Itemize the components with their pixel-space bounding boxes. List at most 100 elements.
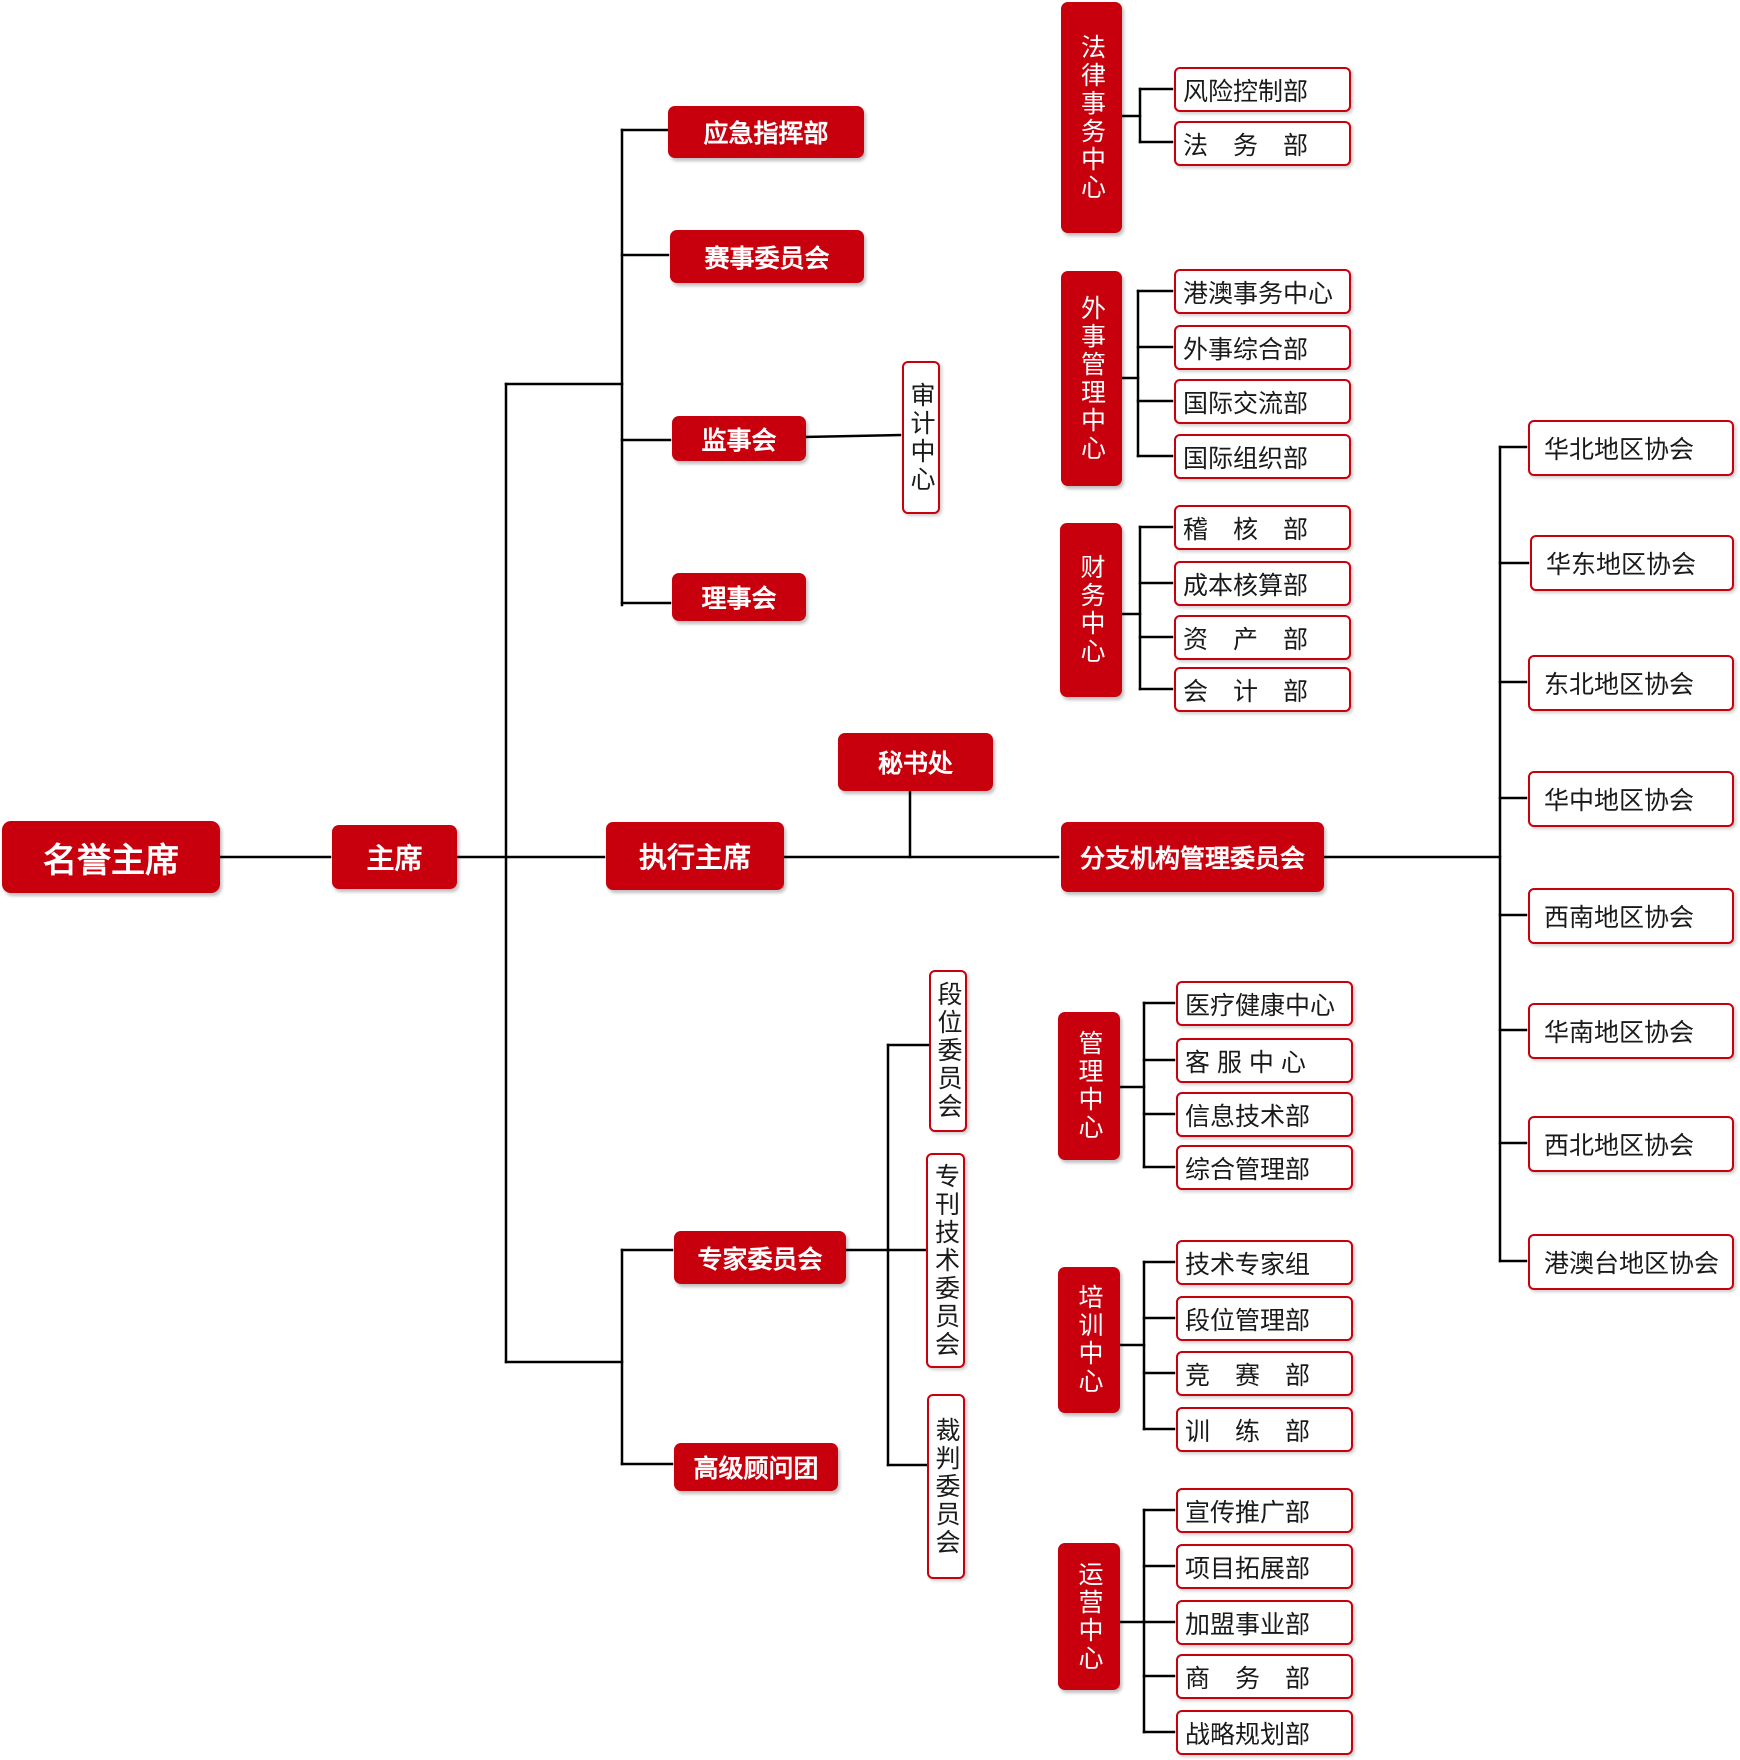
department-box: 国际交流部 — [1174, 379, 1351, 424]
department-box: 法 务 部 — [1174, 121, 1351, 166]
council-label: 理事会 — [701, 585, 777, 613]
legal-center-label: 法律事务中心 — [1077, 33, 1106, 202]
department-box: 加盟事业部 — [1176, 1600, 1353, 1645]
expert-committee-label: 专家委员会 — [697, 1245, 823, 1274]
supervisory-board-label: 监事会 — [701, 426, 777, 455]
department-label: 综合管理部 — [1185, 1155, 1311, 1184]
department-box: 医疗健康中心 — [1176, 981, 1353, 1026]
training-center-label: 培训中心 — [1075, 1284, 1103, 1396]
department-box: 竞 赛 部 — [1176, 1351, 1353, 1396]
branch-committee-label: 分支机构管理委员会 — [1079, 845, 1305, 873]
events-committee-label: 赛事委员会 — [704, 244, 830, 273]
department-box: 段位管理部 — [1176, 1296, 1353, 1341]
foreign-affairs-center-box: 外事管理中心 — [1061, 271, 1122, 486]
regional-association-box: 东北地区协会 — [1528, 655, 1734, 711]
council-box: 理事会 — [672, 573, 806, 621]
regional-association-label: 华南地区协会 — [1544, 1019, 1695, 1047]
department-label: 竞 赛 部 — [1185, 1361, 1311, 1390]
department-label: 资 产 部 — [1183, 625, 1309, 654]
events-committee-box: 赛事委员会 — [670, 230, 864, 283]
department-box: 信息技术部 — [1176, 1092, 1353, 1137]
department-label: 技术专家组 — [1185, 1250, 1311, 1279]
branch-committee-box: 分支机构管理委员会 — [1061, 822, 1324, 892]
executive-chairman-label: 执行主席 — [638, 842, 751, 873]
department-label: 国际组织部 — [1183, 444, 1309, 473]
department-box: 客 服 中 心 — [1176, 1038, 1353, 1083]
legal-center-box: 法律事务中心 — [1061, 2, 1122, 233]
referee-committee-box: 裁判委员会 — [927, 1394, 965, 1579]
journal-tech-committee-label: 专刊技术委员会 — [931, 1162, 960, 1359]
regional-association-box: 华中地区协会 — [1528, 771, 1734, 827]
regional-association-label: 华中地区协会 — [1544, 787, 1695, 815]
expert-committee-box: 专家委员会 — [674, 1231, 846, 1284]
senior-advisors-box: 高级顾问团 — [674, 1443, 838, 1491]
department-label: 港澳事务中心 — [1183, 279, 1334, 308]
department-box: 稽 核 部 — [1174, 505, 1351, 550]
department-label: 国际交流部 — [1183, 389, 1309, 418]
referee-committee-label: 裁判委员会 — [932, 1416, 960, 1557]
regional-association-box: 华北地区协会 — [1528, 420, 1734, 476]
foreign-affairs-center-label: 外事管理中心 — [1077, 294, 1106, 463]
supervisory-board-box: 监事会 — [672, 416, 806, 461]
rank-committee-box: 段位委员会 — [929, 970, 967, 1132]
journal-tech-committee-box: 专刊技术委员会 — [926, 1153, 965, 1368]
emergency-command-label: 应急指挥部 — [703, 120, 829, 148]
department-label: 战略规划部 — [1185, 1720, 1311, 1749]
department-label: 医疗健康中心 — [1185, 991, 1336, 1020]
department-box: 技术专家组 — [1176, 1240, 1353, 1285]
rank-committee-label: 段位委员会 — [934, 981, 962, 1121]
department-label: 宣传推广部 — [1185, 1498, 1311, 1527]
department-label: 训 练 部 — [1185, 1417, 1311, 1446]
secretariat-label: 秘书处 — [877, 750, 953, 778]
department-label: 会 计 部 — [1183, 677, 1309, 706]
department-box: 资 产 部 — [1174, 615, 1351, 660]
department-box: 港澳事务中心 — [1174, 269, 1351, 314]
department-box: 战略规划部 — [1176, 1710, 1353, 1755]
chairman-label: 主席 — [366, 843, 423, 874]
regional-association-label: 东北地区协会 — [1544, 671, 1695, 699]
regional-association-label: 华东地区协会 — [1546, 551, 1697, 579]
emergency-command-box: 应急指挥部 — [668, 106, 864, 158]
audit-center-label: 审计中心 — [907, 381, 935, 494]
department-label: 加盟事业部 — [1185, 1610, 1311, 1639]
regional-association-box: 西南地区协会 — [1528, 888, 1734, 944]
honorary-chairman-label: 名誉主席 — [43, 841, 179, 880]
department-box: 成本核算部 — [1174, 561, 1351, 606]
chairman-box: 主席 — [332, 825, 457, 889]
honorary-chairman-box: 名誉主席 — [2, 821, 220, 893]
department-label: 客 服 中 心 — [1185, 1048, 1306, 1077]
senior-advisors-label: 高级顾问团 — [693, 1455, 819, 1483]
department-box: 项目拓展部 — [1176, 1544, 1353, 1589]
regional-association-label: 港澳台地区协会 — [1544, 1250, 1720, 1278]
department-label: 稽 核 部 — [1183, 515, 1309, 544]
department-label: 外事综合部 — [1183, 335, 1309, 364]
department-box: 商 务 部 — [1176, 1654, 1353, 1699]
regional-association-box: 港澳台地区协会 — [1528, 1234, 1734, 1290]
finance-center-label: 财务中心 — [1077, 554, 1105, 666]
management-center-label: 管理中心 — [1075, 1030, 1103, 1142]
management-center-box: 管理中心 — [1058, 1012, 1120, 1160]
department-label: 商 务 部 — [1185, 1664, 1311, 1693]
department-box: 训 练 部 — [1176, 1407, 1353, 1452]
department-label: 法 务 部 — [1183, 131, 1309, 160]
department-box: 国际组织部 — [1174, 434, 1351, 479]
regional-association-label: 西南地区协会 — [1544, 904, 1695, 932]
department-box: 风险控制部 — [1174, 67, 1351, 112]
secretariat-box: 秘书处 — [838, 733, 993, 791]
operations-center-box: 运营中心 — [1058, 1543, 1120, 1690]
audit-center-box: 审计中心 — [902, 361, 940, 514]
department-label: 成本核算部 — [1183, 571, 1309, 600]
executive-chairman-box: 执行主席 — [606, 822, 784, 890]
finance-center-box: 财务中心 — [1060, 523, 1122, 697]
training-center-box: 培训中心 — [1058, 1267, 1120, 1413]
department-box: 综合管理部 — [1176, 1145, 1353, 1190]
operations-center-label: 运营中心 — [1075, 1560, 1103, 1673]
department-label: 信息技术部 — [1185, 1102, 1311, 1131]
regional-association-label: 华北地区协会 — [1544, 436, 1695, 464]
department-box: 宣传推广部 — [1176, 1488, 1353, 1533]
regional-association-box: 华东地区协会 — [1530, 535, 1734, 591]
regional-association-box: 华南地区协会 — [1528, 1003, 1734, 1059]
regional-association-label: 西北地区协会 — [1544, 1132, 1695, 1160]
department-box: 外事综合部 — [1174, 325, 1351, 370]
